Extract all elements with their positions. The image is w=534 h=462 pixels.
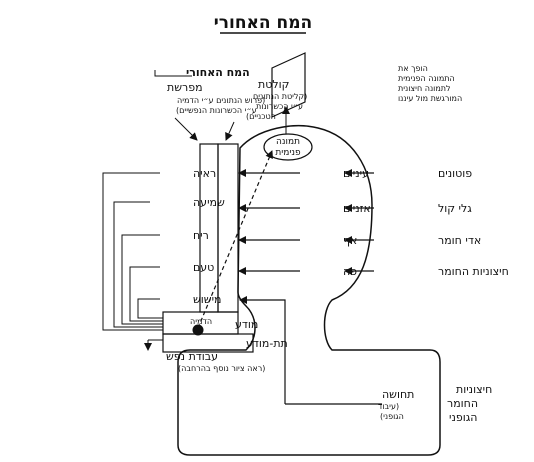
input-source-sound-waves: גלי קול — [438, 202, 472, 215]
projection-screen — [271, 52, 306, 118]
inner-image-label-line2: פנימית — [275, 148, 301, 158]
outer-body-line1: חיצוניות — [456, 383, 492, 396]
head-outline — [177, 125, 441, 456]
sensation-note-line1: (עיבוד — [378, 402, 399, 411]
sense-taste: טעם — [193, 261, 214, 274]
interpreter-note-line1: (פרוש הנתונים ע״י הדמיה — [177, 96, 265, 105]
receiver-label: קולטת — [258, 78, 289, 91]
sensation-path — [239, 296, 286, 404]
outer-body-line2: החומר — [447, 397, 478, 410]
receiver-note-line2: ע״י הכשרונות — [256, 102, 303, 111]
page-title: המח האחורי — [214, 13, 312, 33]
sense-hearing: שמיעה — [193, 196, 225, 209]
receiver-note-line1: (קליטת הנתונים — [253, 92, 307, 101]
receiver-note-line3: הטכניים) — [246, 112, 276, 121]
projection-note-line2: התמונה הפנימית — [398, 74, 455, 83]
inner-image-label-line1: תמונה — [276, 137, 300, 147]
imagination-dashed-line — [197, 150, 273, 329]
projection-note-line3: לתמונה חיצונית — [398, 84, 451, 93]
soul-work-note: (ראה ציור נוסף בהרחבה) — [178, 364, 265, 373]
sense-sight: ראיה — [193, 167, 216, 180]
input-source-photons: פוטונים — [438, 167, 472, 180]
receiver-arrow — [225, 121, 235, 141]
sense-touch: מישוש — [193, 293, 222, 306]
input-source-vapors: אדי חומר — [438, 234, 481, 247]
sense-smell: ריח — [193, 229, 209, 242]
imagination-label: הדמיה — [190, 317, 212, 326]
interpreter-arrow — [174, 117, 198, 141]
input-source-matter-exterior: חיצוניות החומר — [438, 265, 509, 278]
projection-note-line1: הופך את — [398, 64, 428, 73]
back-brain-label: המח האחורי — [186, 66, 250, 79]
sense-connector-lines — [102, 172, 163, 331]
conscious-label: מודע — [235, 318, 258, 331]
sensation-label: תחושה — [382, 388, 414, 401]
soul-work-label: עבודת נפש — [166, 350, 218, 363]
interpreter-label: מפרשת — [167, 81, 203, 94]
projection-note-line4: המורגשת מול עיננו — [398, 94, 462, 103]
subconscious-label: תת-מודע — [246, 337, 288, 350]
imagination-dot — [192, 324, 204, 336]
sensation-note-line2: הגופני) — [380, 412, 404, 421]
interpreter-note-line2: ע״י הכשרונות הנפשיים) — [176, 106, 257, 115]
subconscious-box — [162, 333, 254, 353]
receiver-bar — [217, 143, 239, 313]
outer-body-line3: הגופני — [449, 411, 477, 424]
inner-image-ellipse — [263, 133, 313, 161]
back-brain-bracket — [154, 70, 192, 77]
